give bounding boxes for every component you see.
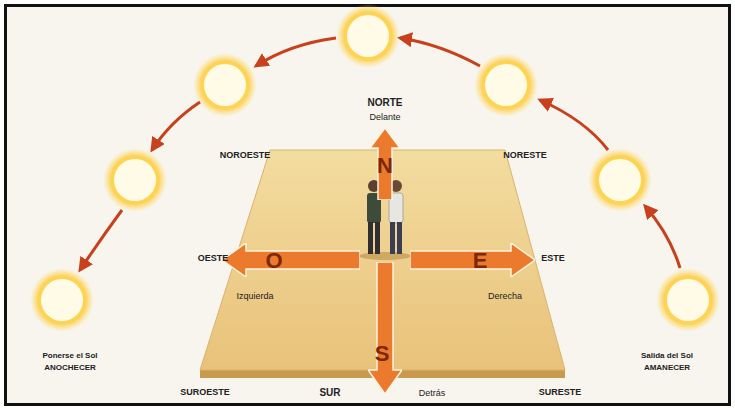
direction-label: NORESTE [503,151,547,160]
direction-label: SUROESTE [180,388,230,397]
direction-arrow: E [410,243,535,277]
direction-arrow: N [370,128,400,200]
direction-label: NOROESTE [220,151,271,160]
direction-label: AMANECER [644,364,690,372]
compass-letter: O [265,250,282,272]
direction-label: SURESTE [539,388,582,397]
direction-arrow: S [368,262,402,394]
direction-label: Ponerse el Sol [42,352,97,360]
arrow-shape [222,243,360,277]
arrow-shape [368,262,402,394]
arrow-outline [222,243,360,277]
direction-label: Derecha [488,292,522,301]
direction-label: NORTE [368,98,403,108]
arrow-outline [410,243,535,277]
direction-label: Detrás [419,389,446,398]
direction-label: SUR [319,388,340,398]
direction-label: Delante [369,113,400,122]
direction-label: Salida del Sol [641,352,693,360]
direction-label: Izquierda [236,292,273,301]
compass-letter: S [375,343,390,365]
arrow-outline [370,128,400,200]
direction-arrow: O [222,243,360,277]
direction-label: OESTE [198,254,229,263]
arrow-outline [368,262,402,394]
arrow-shape [410,243,535,277]
direction-label: ESTE [541,254,565,263]
direction-label: ANOCHECER [44,364,96,372]
compass-letter: E [473,250,488,272]
compass-letter: N [377,155,393,177]
